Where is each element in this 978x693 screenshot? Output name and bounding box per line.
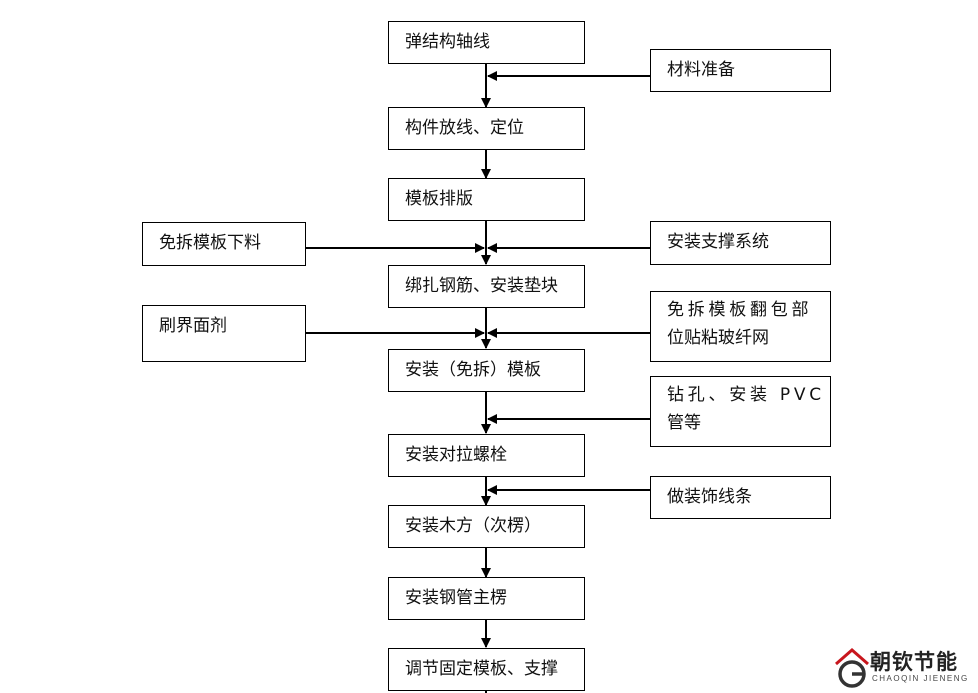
step-label: 安装木方（次楞）	[405, 516, 541, 536]
step-box-main-joists: 安装钢管主楞	[388, 577, 585, 620]
step-label: 安装对拉螺栓	[405, 445, 507, 465]
input-label: 免拆模板下料	[159, 233, 261, 253]
watermark-name-en: CHAOQIN JIENENG	[872, 674, 969, 683]
input-label-line-1: 钻孔、安装 PVC	[667, 385, 825, 405]
input-box-interface-agent: 刷界面剂	[142, 305, 306, 362]
input-label-line-2: 管等	[667, 413, 701, 433]
step-label: 构件放线、定位	[405, 118, 524, 138]
step-label: 调节固定模板、支撑	[405, 659, 558, 679]
watermark-name-cn: 朝钦节能	[870, 650, 958, 674]
input-box-pvc-drilling: 钻孔、安装 PVC 管等	[650, 376, 831, 447]
input-label-line-1: 免拆模板翻包部	[667, 300, 813, 320]
step-label: 安装（免拆）模板	[405, 360, 541, 380]
input-box-support-system: 安装支撑系统	[650, 221, 831, 265]
step-box-formwork-layout: 模板排版	[388, 178, 585, 221]
step-box-adjust-fix: 调节固定模板、支撑	[388, 648, 585, 691]
input-label: 材料准备	[667, 60, 735, 80]
input-label: 做装饰线条	[667, 487, 752, 507]
step-label: 弹结构轴线	[405, 32, 490, 52]
input-label-line-2: 位贴粘玻纤网	[667, 328, 769, 348]
input-box-decorative-lines: 做装饰线条	[650, 476, 831, 519]
step-box-layout-positioning: 构件放线、定位	[388, 107, 585, 150]
input-label: 刷界面剂	[159, 316, 227, 336]
step-box-tie-bolts: 安装对拉螺栓	[388, 434, 585, 477]
company-logo-icon	[835, 648, 869, 688]
step-label: 安装钢管主楞	[405, 588, 507, 608]
step-box-install-formwork: 安装（免拆）模板	[388, 349, 585, 392]
step-box-secondary-joists: 安装木方（次楞）	[388, 505, 585, 548]
step-label: 模板排版	[405, 189, 473, 209]
step-label: 绑扎钢筋、安装垫块	[405, 276, 558, 296]
input-box-formwork-cutting: 免拆模板下料	[142, 222, 306, 266]
input-label: 安装支撑系统	[667, 232, 769, 252]
watermark-logo: 朝钦节能 CHAOQIN JIENENG	[832, 644, 978, 693]
input-box-materials: 材料准备	[650, 49, 831, 92]
step-box-axis-lines: 弹结构轴线	[388, 21, 585, 64]
step-box-rebar-tying: 绑扎钢筋、安装垫块	[388, 265, 585, 308]
input-box-fiberglass-mesh: 免拆模板翻包部 位贴粘玻纤网	[650, 291, 831, 362]
